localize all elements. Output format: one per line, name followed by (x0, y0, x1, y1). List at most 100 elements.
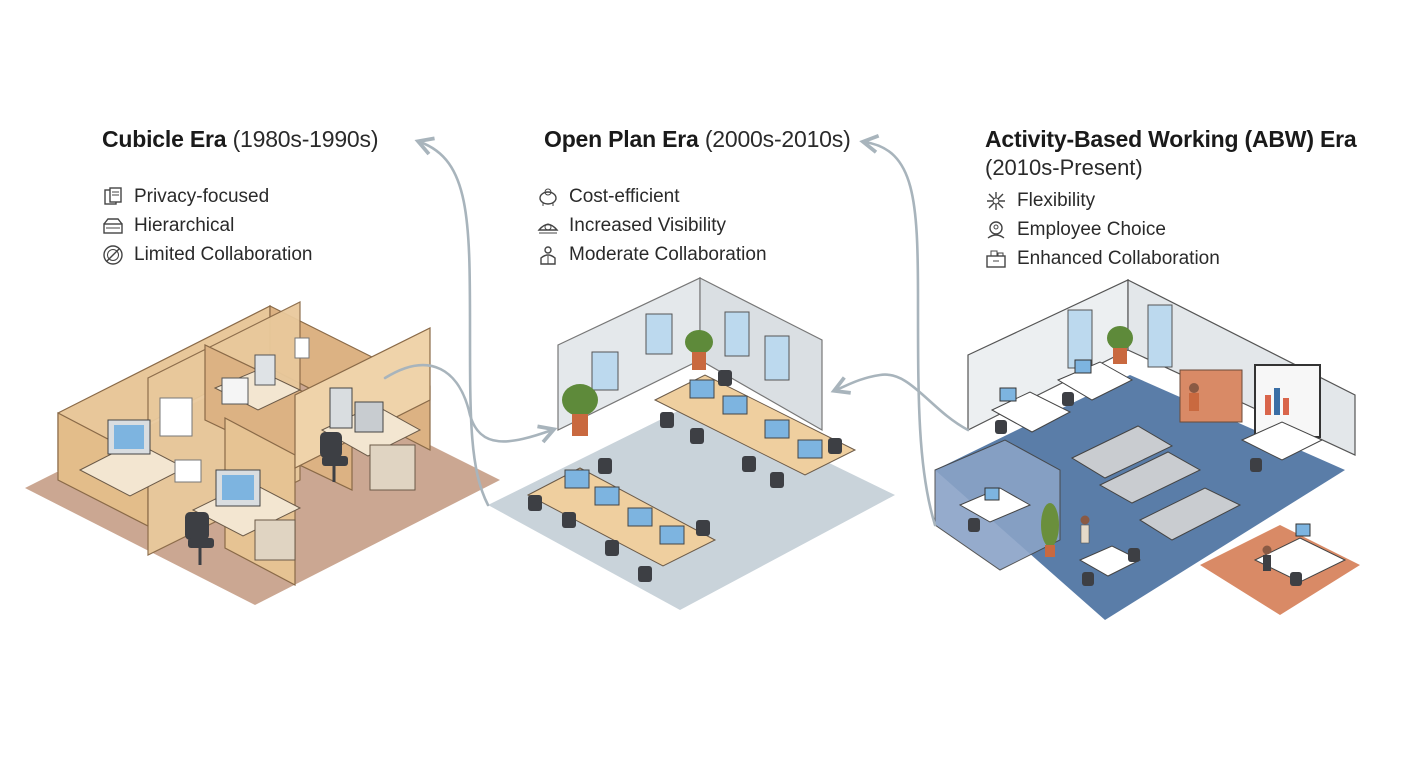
whiteboard (159, 397, 193, 437)
office-chair (562, 512, 576, 528)
piggy-bank-icon (539, 188, 557, 206)
abw-era-panel: Activity-Based Working (ABW) Era (2010s-… (985, 125, 1357, 273)
chart-bar (1265, 395, 1271, 415)
feature-label: Privacy-focused (134, 185, 270, 207)
monitor (1295, 523, 1311, 537)
wall-window (1147, 304, 1173, 368)
monitor (1074, 359, 1092, 374)
open-plan-office-illustration (488, 277, 895, 610)
hot-desk (990, 391, 1072, 433)
feature-item: Hierarchical (102, 211, 378, 240)
abw-office-illustration (934, 279, 1360, 620)
monitor (659, 525, 685, 545)
monitor-screen (114, 425, 144, 449)
feature-label: Increased Visibility (569, 214, 727, 236)
office-chair (995, 420, 1007, 434)
office-chair (185, 512, 214, 565)
collaboration-network-icon (986, 250, 1006, 268)
cubicle-office-illustration (25, 301, 500, 605)
office-chair (528, 495, 542, 511)
era-years: (2010s-Present) (985, 155, 1143, 180)
lounge-desk (1253, 537, 1347, 583)
office-chair (696, 520, 710, 536)
feature-label: Hierarchical (134, 214, 235, 236)
standing-desk (1240, 421, 1324, 461)
cubicle-era-title: Cubicle Era (1980s-1990s) (102, 125, 378, 154)
feature-item: Employee Choice (985, 215, 1356, 244)
window (645, 313, 673, 355)
office-chair (1290, 572, 1302, 586)
feature-item: Moderate Collaboration (537, 240, 851, 269)
pc-tower (354, 401, 384, 433)
monitor (689, 379, 715, 399)
window (591, 351, 619, 391)
printer (254, 354, 276, 386)
chart-bar (1274, 388, 1280, 415)
potted-plant (562, 384, 598, 436)
open-plan-era-title: Open Plan Era (2000s-2010s) (544, 125, 851, 154)
flexibility-star-icon (987, 191, 1005, 210)
office-chair (1062, 392, 1074, 406)
office-chair (1250, 458, 1262, 472)
arrow-abw-back-to-open (859, 134, 937, 527)
blocked-circle-icon (103, 244, 123, 265)
feature-label: Enhanced Collaboration (1017, 247, 1220, 269)
potted-plant (1107, 326, 1133, 364)
era-years: (2000s-2010s) (704, 126, 851, 152)
person-figure (1080, 515, 1090, 544)
office-chair (320, 432, 348, 482)
people-group-icon (540, 245, 556, 265)
monitor (627, 507, 653, 527)
office-chair (690, 428, 704, 444)
person-figure (1189, 383, 1199, 411)
office-chair (660, 412, 674, 428)
desk-drawer (369, 444, 416, 491)
potted-plant (1041, 503, 1059, 557)
feature-item: Privacy-focused (102, 182, 378, 211)
era-name: Open Plan Era (544, 126, 699, 152)
monitor (999, 387, 1017, 402)
monitor (797, 439, 823, 459)
monitor (984, 487, 1000, 501)
hierarchy-layers-icon (103, 217, 123, 234)
office-chair (828, 438, 842, 454)
feature-item: Limited Collaboration (102, 240, 378, 269)
monitor (594, 486, 620, 506)
note-paper (294, 337, 310, 359)
document-stack-icon (104, 186, 122, 205)
monitor (564, 469, 590, 489)
office-chair (742, 456, 756, 472)
monitor (764, 419, 790, 439)
feature-label: Flexibility (1017, 189, 1096, 211)
lounge-sofa (1070, 425, 1242, 541)
office-chair (718, 370, 732, 386)
arrow-open-back-to-cubicle (414, 136, 490, 507)
paper-stack (221, 377, 249, 405)
pc-tower (329, 387, 353, 429)
feature-item: Increased Visibility (537, 211, 851, 240)
person-figure (1262, 545, 1272, 571)
chart-bar (1283, 398, 1289, 415)
office-chair (1128, 548, 1140, 562)
office-chair (638, 566, 652, 582)
abw-era-title: Activity-Based Working (ABW) Era (985, 125, 1357, 154)
window (724, 311, 750, 357)
feature-item: Flexibility (985, 186, 1356, 215)
eye-visibility-icon (537, 223, 559, 233)
office-chair (598, 458, 612, 474)
era-name: Cubicle Era (102, 126, 227, 152)
wall-window (1067, 309, 1093, 369)
era-name: Activity-Based Working (ABW) Era (985, 126, 1357, 152)
office-chair (605, 540, 619, 556)
feature-label: Limited Collaboration (134, 243, 313, 265)
feature-item: Cost-efficient (537, 182, 851, 211)
window (764, 335, 790, 381)
era-years: (1980s-1990s) (232, 126, 379, 152)
cafe-table (1078, 545, 1142, 577)
office-chair (1082, 572, 1094, 586)
office-chair (968, 518, 980, 532)
monitor-screen (222, 475, 254, 500)
arrow-abw-to-open (830, 373, 970, 432)
feature-item: Enhanced Collaboration (985, 244, 1356, 273)
